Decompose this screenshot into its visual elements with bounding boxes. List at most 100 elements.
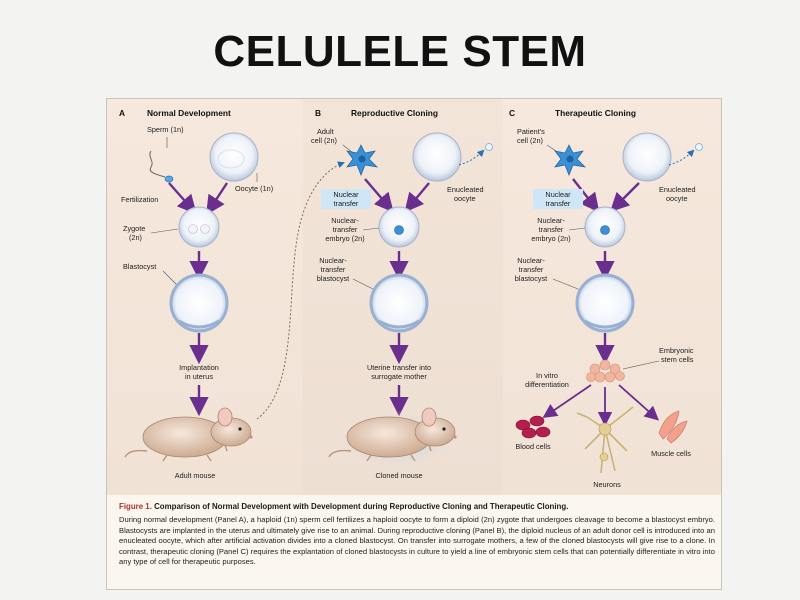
- label-zygote-1: Zygote: [123, 224, 145, 233]
- label-nte-b-3: embryo (2n): [325, 234, 364, 243]
- label-patient-cell-1: Patient's: [517, 127, 545, 136]
- label-invitro-1: In vitro: [536, 371, 558, 380]
- label-patient-cell-2: cell (2n): [517, 136, 543, 145]
- zygote: [178, 206, 220, 248]
- arrow-patient-cell-to-embryo: [572, 178, 600, 213]
- label-ntb-c-3: blastocyst: [515, 274, 547, 283]
- arrow-adult-cell-to-embryo: [364, 178, 394, 213]
- label-ntb-b-3: blastocyst: [317, 274, 349, 283]
- leader-esc: [622, 360, 660, 370]
- label-nte-b-1: Nuclear-: [331, 216, 359, 225]
- caption-figure-title: Comparison of Normal Development with De…: [154, 502, 569, 511]
- label-oocyte: Oocyte (1n): [235, 184, 273, 193]
- label-nte-c-1: Nuclear-: [537, 216, 565, 225]
- label-nte-c-3: embryo (2n): [531, 234, 570, 243]
- leader-ntb-c: [552, 278, 584, 292]
- label-nte-c-2: transfer: [539, 225, 564, 234]
- blastocyst-b: [369, 273, 429, 333]
- zygote-pronucleus-1: [188, 224, 198, 234]
- label-ntb-b-2: transfer: [321, 265, 346, 274]
- label-implantation-1: Implantation: [179, 363, 219, 372]
- cloned-mouse-illustration: [328, 407, 457, 462]
- arrow-nucleus-removed-b: [458, 149, 485, 166]
- arrow-oocyte-to-embryo-b: [404, 182, 430, 213]
- label-nuclear-transfer-c-1: Nuclear: [545, 190, 571, 199]
- panel-b-title: Reproductive Cloning: [351, 108, 438, 118]
- label-adult-mouse: Adult mouse: [175, 471, 216, 480]
- label-nuclear-transfer-c-2: transfer: [546, 199, 571, 208]
- slide-title: CELULELE STEM: [213, 27, 587, 76]
- cloning-diagram: A Normal Development B Reproductive Clon…: [119, 108, 703, 489]
- blastocyst-b-inner-mass: [378, 319, 420, 329]
- zygote-pronucleus-2: [200, 224, 210, 234]
- arrow-sperm-to-zygote: [168, 182, 197, 215]
- blood-cells-illustration: [515, 415, 551, 439]
- adult-mouse-illustration: [124, 407, 253, 462]
- dashed-arrow-mouse-to-adult-cell: [256, 161, 345, 420]
- caption-title: Figure 1. Comparison of Normal Developme…: [119, 502, 715, 512]
- caption-figure-label: Figure 1.: [119, 502, 152, 511]
- enucleated-oocyte-c: [622, 132, 672, 182]
- removed-nucleus-b: [485, 143, 493, 151]
- label-esc-2: stem cells: [661, 355, 694, 364]
- label-invitro-2: differentiation: [525, 380, 569, 389]
- nuclear-transfer-box-b: [321, 189, 371, 209]
- arrow-stem-to-blood: [542, 384, 592, 419]
- leader-zygote: [150, 228, 179, 234]
- label-ntb-c-2: transfer: [519, 265, 544, 274]
- label-enucleated-b-1: Enucleated: [447, 185, 484, 194]
- label-adult-cell-1: Adult: [317, 127, 334, 136]
- arrow-oocyte-to-embryo-c: [609, 182, 640, 213]
- panel-a-letter: A: [119, 108, 125, 118]
- oocyte-a-nucleus: [217, 149, 245, 169]
- label-fertilization: Fertilization: [121, 195, 158, 204]
- label-esc-1: Embryonic: [659, 346, 694, 355]
- label-nuclear-transfer-b-1: Nuclear: [333, 190, 359, 199]
- label-neurons: Neurons: [593, 480, 621, 489]
- oocyte-a: [209, 132, 259, 182]
- panel-c-letter: C: [509, 108, 515, 118]
- nuclear-transfer-embryo-b-nucleus: [394, 225, 404, 235]
- label-implantation-2: in uterus: [185, 372, 213, 381]
- nuclear-transfer-box-c: [533, 189, 583, 209]
- figure: A Normal Development B Reproductive Clon…: [106, 98, 722, 590]
- label-ntb-b-1: Nuclear-: [319, 256, 347, 265]
- label-blastocyst: Blastocyst: [123, 262, 156, 271]
- label-nuclear-transfer-b-2: transfer: [334, 199, 359, 208]
- arrow-oocyte-to-zygote: [206, 182, 229, 216]
- embryonic-stem-cells-cluster: [586, 359, 625, 383]
- label-nte-b-2: transfer: [333, 225, 358, 234]
- neurons-illustration: [576, 406, 634, 474]
- label-zygote-2: (2n): [129, 233, 142, 242]
- label-muscle-cells: Muscle cells: [651, 449, 691, 458]
- label-ntb-c-1: Nuclear-: [517, 256, 545, 265]
- leader-ntb-b: [352, 278, 378, 292]
- leader-nte-c: [568, 227, 586, 231]
- removed-nucleus-c: [695, 143, 703, 151]
- label-sperm: Sperm (1n): [147, 125, 184, 134]
- label-enucleated-c-2: oocyte: [666, 194, 688, 203]
- blastocyst-c-inner-mass: [584, 319, 626, 329]
- label-enucleated-b-2: oocyte: [454, 194, 476, 203]
- label-cloned-mouse: Cloned mouse: [375, 471, 422, 480]
- nuclear-transfer-embryo-c-nucleus: [600, 225, 610, 235]
- label-blood-cells: Blood cells: [515, 442, 551, 451]
- label-uterine-1: Uterine transfer into: [367, 363, 431, 372]
- panel-b-letter: B: [315, 108, 321, 118]
- panel-a-title: Normal Development: [147, 108, 231, 118]
- label-adult-cell-2: cell (2n): [311, 136, 337, 145]
- sperm-cell: [149, 150, 174, 183]
- blastocyst-a-inner-mass: [178, 319, 220, 329]
- blastocyst-a: [169, 273, 229, 333]
- caption-body: During normal development (Panel A), a h…: [119, 515, 715, 567]
- leader-nte-b: [362, 227, 380, 231]
- label-enucleated-c-1: Enucleated: [659, 185, 696, 194]
- arrow-stem-to-muscle: [618, 384, 660, 421]
- blastocyst-c: [575, 273, 635, 333]
- caption-box: [107, 495, 721, 589]
- muscle-cells-illustration: [658, 410, 688, 444]
- panel-c-title: Therapeutic Cloning: [555, 108, 636, 118]
- enucleated-oocyte-b: [412, 132, 462, 182]
- label-uterine-2: surrogate mother: [371, 372, 427, 381]
- arrow-nucleus-removed-c: [668, 149, 695, 166]
